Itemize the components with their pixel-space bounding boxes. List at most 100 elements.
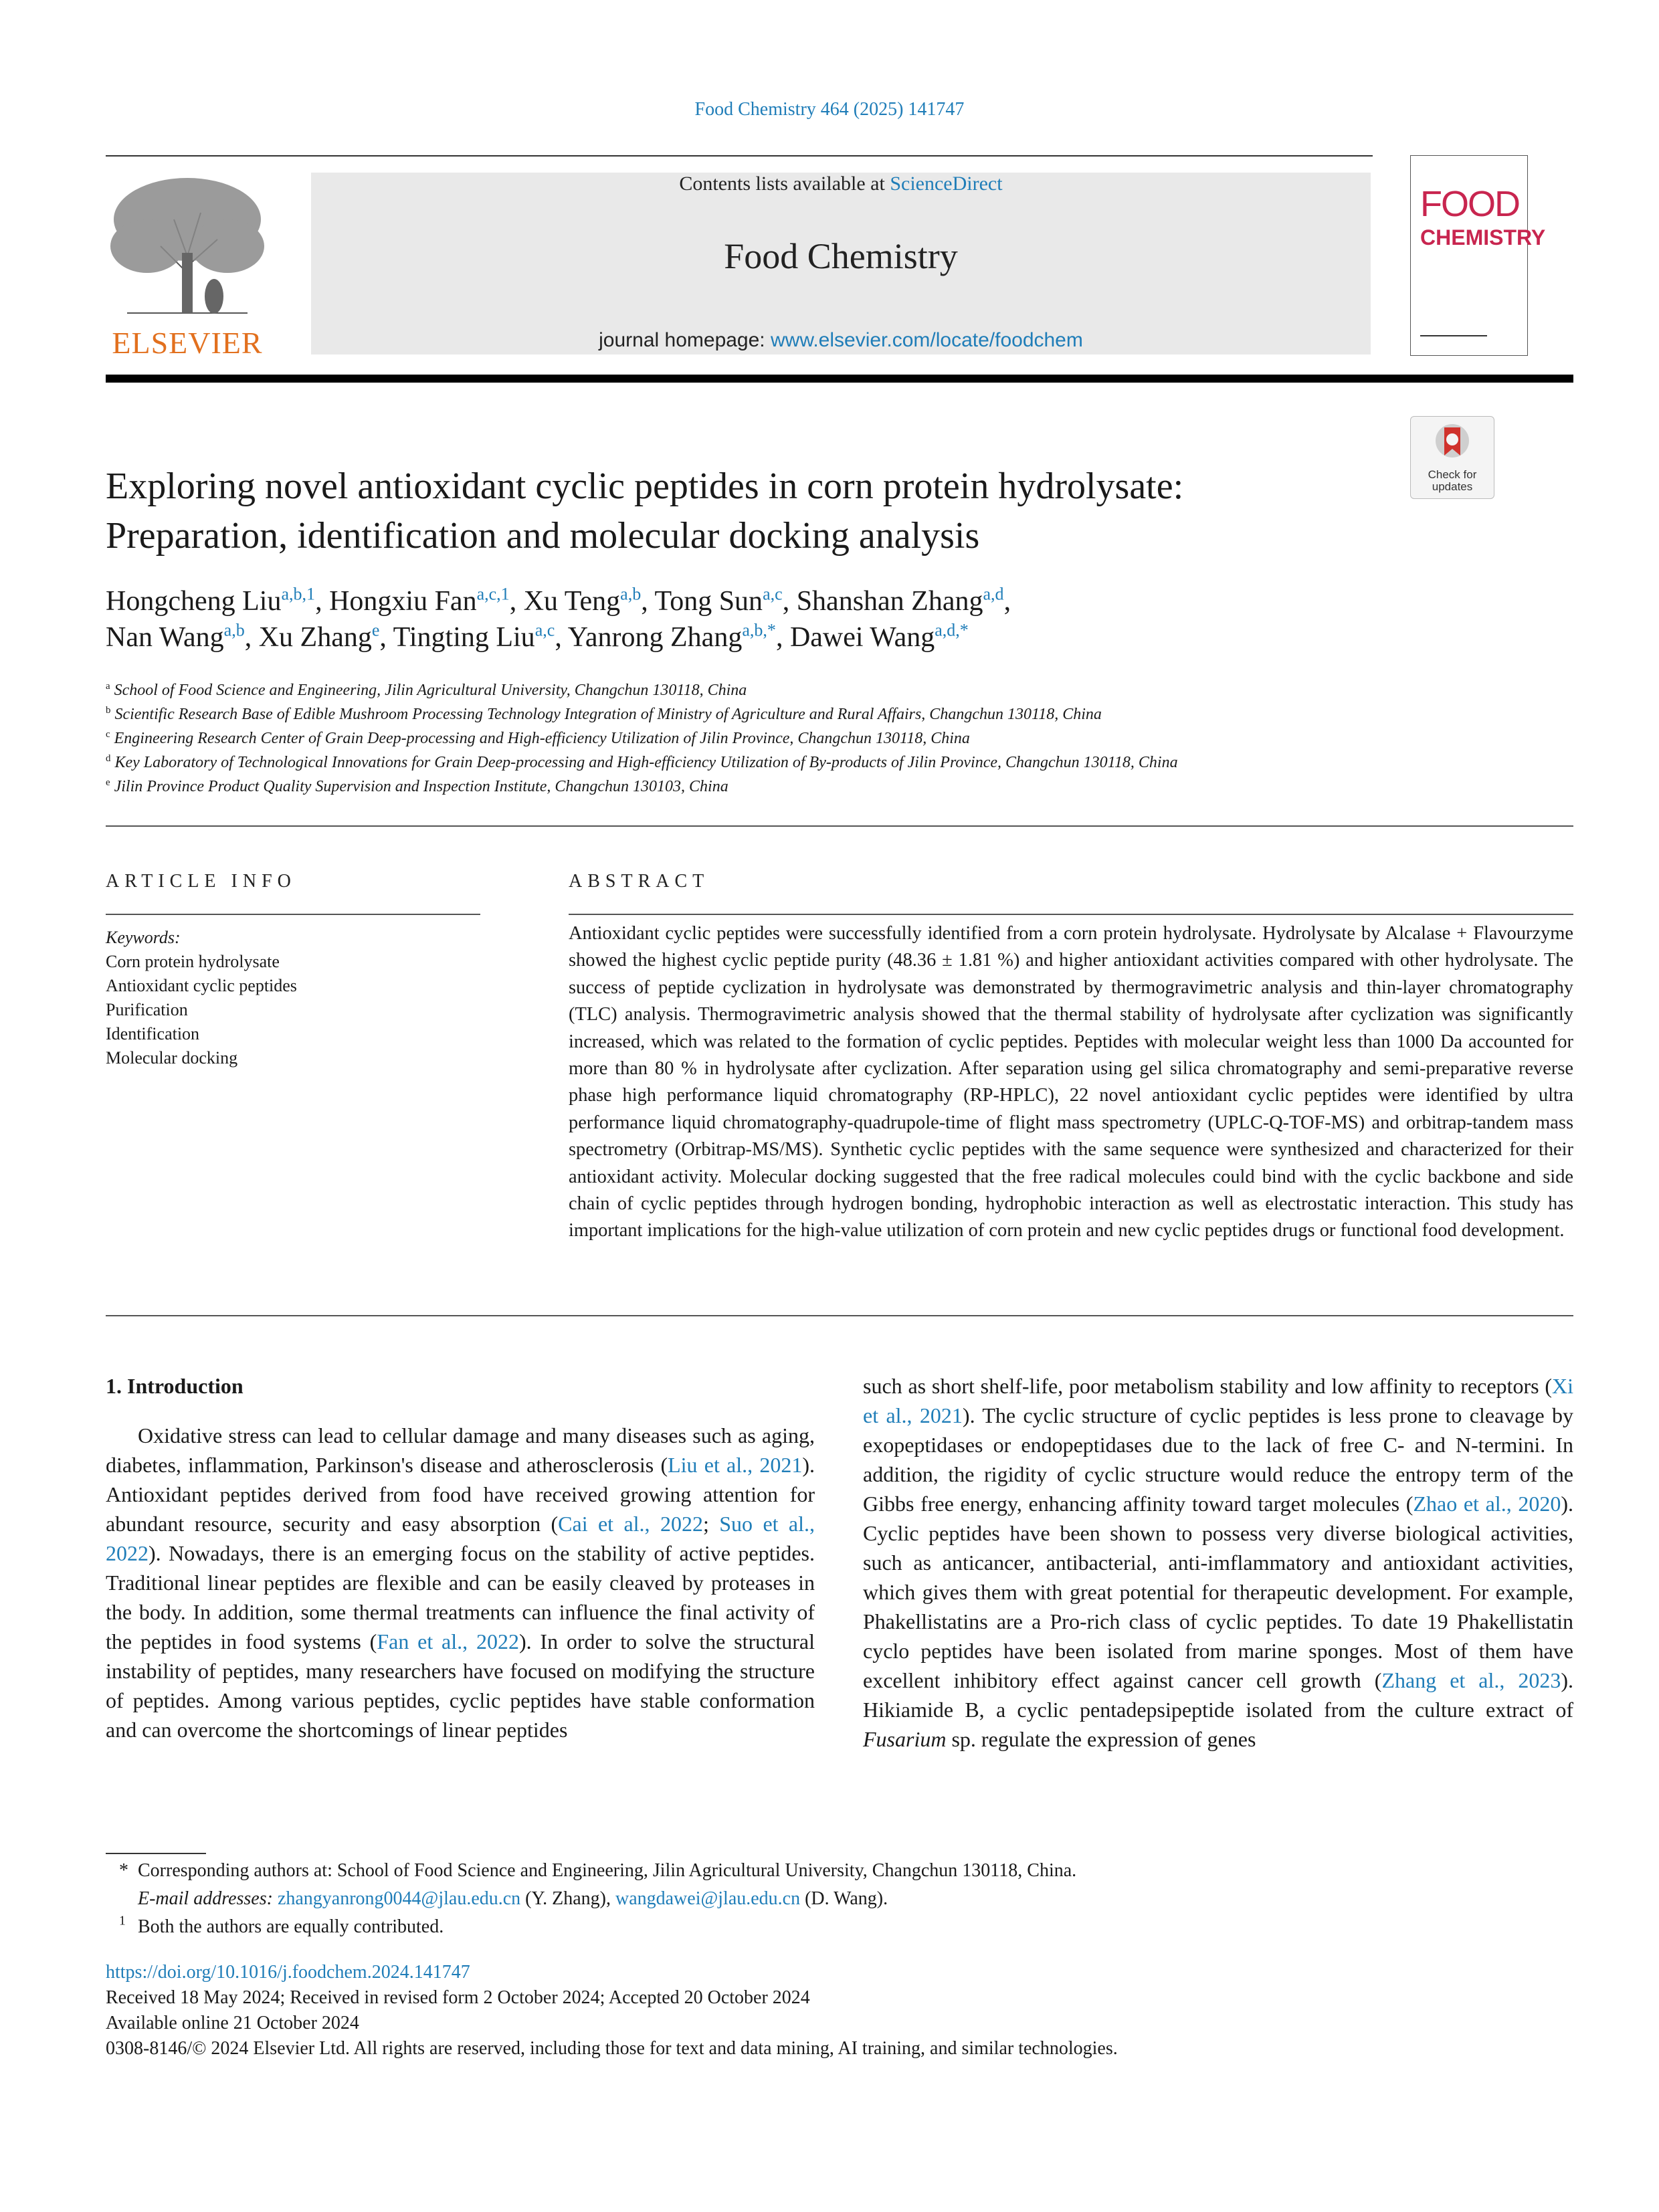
contents-prefix: Contents lists available at <box>679 173 890 195</box>
homepage-line: journal homepage: www.elsevier.com/locat… <box>311 329 1371 352</box>
author-affil-sup[interactable]: a,c <box>534 620 555 640</box>
footnote-symbol: * <box>119 1860 128 1881</box>
affiliation-key: e <box>106 777 110 789</box>
author-affil-sup[interactable]: a,b,1 <box>281 584 316 604</box>
footnote-symbol: 1 <box>119 1913 138 1941</box>
check-label-line-1: Check for <box>1428 468 1477 481</box>
homepage-prefix: journal homepage: <box>599 329 771 351</box>
elsevier-wordmark[interactable]: ELSEVIER <box>112 326 263 360</box>
author-name: Dawei Wang <box>789 622 935 653</box>
citation-link[interactable]: Liu et al., 2021 <box>668 1453 803 1477</box>
body-text: ; <box>702 1512 720 1536</box>
keyword-item: Molecular docking <box>106 1048 238 1068</box>
citation-link[interactable]: Fan et al., 2022 <box>377 1629 519 1653</box>
cover-word-chemistry: CHEMISTRY <box>1420 225 1546 249</box>
footnote-rule <box>106 1853 206 1854</box>
affiliation-key: b <box>106 705 111 716</box>
email-label: E-mail addresses: <box>138 1888 278 1909</box>
sciencedirect-link[interactable]: ScienceDirect <box>890 173 1003 195</box>
affiliation-item: e Jilin Province Product Quality Supervi… <box>106 775 1577 799</box>
intro-paragraph-1-continued: such as short shelf-life, poor metabolis… <box>863 1371 1573 1754</box>
citation-link[interactable]: Zhang et al., 2023 <box>1381 1668 1561 1692</box>
intro-paragraph-1: Oxidative stress can lead to cellular da… <box>106 1421 815 1744</box>
affiliation-key: d <box>106 753 111 765</box>
publication-info: https://doi.org/10.1016/j.foodchem.2024.… <box>106 1960 1577 2062</box>
check-label: Check for updates <box>1411 469 1494 493</box>
abstract-bottom-rule <box>106 1315 1573 1316</box>
author-affil-sup[interactable]: a,b <box>620 584 642 604</box>
email-link-wang[interactable]: wangdawei@jlau.edu.cn <box>615 1888 801 1909</box>
author-affil-sup[interactable]: a,d <box>983 584 1004 604</box>
cover-rule <box>1420 335 1487 336</box>
doi-link[interactable]: https://doi.org/10.1016/j.foodchem.2024.… <box>106 1962 470 1983</box>
contents-line: Contents lists available at ScienceDirec… <box>311 173 1371 195</box>
affiliation-key: a <box>106 681 110 692</box>
keyword-item: Identification <box>106 1024 200 1043</box>
author-affil-sup[interactable]: a,b,* <box>742 620 776 640</box>
author-name: Xu Zhang <box>258 622 372 653</box>
affiliations-rule <box>106 825 1573 827</box>
equal-contribution-text: Both the authors are equally contributed… <box>138 1916 444 1937</box>
keywords-label: Keywords: <box>106 928 181 947</box>
italic-term: Fusarium <box>863 1727 947 1751</box>
author-name: Xu Teng <box>523 586 621 617</box>
author-affil-sup[interactable]: a,c,1 <box>476 584 510 604</box>
affiliation-item: d Key Laboratory of Technological Innova… <box>106 750 1577 775</box>
author-affil-sup[interactable]: a,c <box>763 584 783 604</box>
author-name: Tingting Liu <box>393 622 535 653</box>
email-owner: (Y. Zhang), <box>520 1888 615 1909</box>
check-label-line-2: updates <box>1432 480 1473 493</box>
available-online: Available online 21 October 2024 <box>106 2013 359 2033</box>
affiliation-text: School of Food Science and Engineering, … <box>114 682 747 699</box>
citation-link[interactable]: Cai et al., 2022 <box>558 1512 703 1536</box>
copyright-line: 0308-8146/© 2024 Elsevier Ltd. All right… <box>106 2038 1118 2059</box>
author-list: Hongcheng Liua,b,1, Hongxiu Fana,c,1, Xu… <box>106 584 1011 653</box>
affiliation-item: a School of Food Science and Engineering… <box>106 678 1577 702</box>
top-rule <box>106 155 1373 157</box>
abstract-text: Antioxidant cyclic peptides were success… <box>569 923 1573 1241</box>
body-text: ). The cyclic structure of cyclic peptid… <box>863 1403 1574 1516</box>
journal-title: Food Chemistry <box>724 236 958 276</box>
body-text: sp. regulate the expression of genes <box>946 1727 1256 1751</box>
article-info-rule <box>106 914 480 915</box>
received-dates: Received 18 May 2024; Received in revise… <box>106 1987 810 2008</box>
check-for-updates-badge[interactable]: Check for updates <box>1410 416 1494 499</box>
affiliation-item: c Engineering Research Center of Grain D… <box>106 726 1577 750</box>
homepage-link[interactable]: www.elsevier.com/locate/foodchem <box>770 329 1083 351</box>
email-link-zhang[interactable]: zhangyanrong0044@jlau.edu.cn <box>277 1888 521 1909</box>
affiliation-key: c <box>106 729 110 740</box>
email-footnote: E-mail addresses: zhangyanrong0044@jlau.… <box>119 1885 1457 1913</box>
corresponding-text: Corresponding authors at: School of Food… <box>138 1860 1077 1881</box>
footnotes: * Corresponding authors at: School of Foo… <box>119 1857 1457 1941</box>
body-text: such as short shelf-life, poor metabolis… <box>863 1374 1552 1398</box>
author-name: Hongcheng Liu <box>106 586 282 617</box>
citation-link[interactable]: Xi et al., 2021 <box>863 1374 1573 1427</box>
cover-word-food: FOOD <box>1420 184 1521 224</box>
body-text: ). In order to solve the structural inst… <box>106 1629 815 1742</box>
affiliation-text: Jilin Province Product Quality Supervisi… <box>114 778 728 795</box>
citation-link[interactable]: Suo et al., 2022 <box>106 1512 815 1565</box>
author-name: Hongxiu Fan <box>329 586 477 617</box>
journal-cover[interactable]: FOOD CHEMISTRY <box>1410 155 1545 356</box>
title-line-2: Preparation, identification and molecula… <box>106 515 980 557</box>
author-name: Shanshan Zhang <box>796 586 983 617</box>
article-info-heading: ARTICLE INFO <box>106 871 296 892</box>
journal-banner <box>311 173 1371 355</box>
affiliation-item: b Scientific Research Base of Edible Mus… <box>106 702 1577 726</box>
journal-reference[interactable]: Food Chemistry 464 (2025) 141747 <box>694 99 965 120</box>
citation-link[interactable]: Zhao et al., 2020 <box>1413 1492 1561 1516</box>
bookmark-icon <box>1436 424 1469 458</box>
body-text: ). Nowadays, there is an emerging focus … <box>106 1541 815 1653</box>
keyword-item: Antioxidant cyclic peptides <box>106 976 297 995</box>
author-affil-sup[interactable]: a,d,* <box>935 620 969 640</box>
elsevier-tree-logo <box>110 178 264 314</box>
introduction-heading: 1. Introduction <box>106 1374 243 1398</box>
author-affil-sup[interactable]: a,b <box>223 620 245 640</box>
affiliation-list: a School of Food Science and Engineering… <box>106 678 1577 799</box>
body-text: ). Antioxidant peptides derived from foo… <box>106 1453 815 1536</box>
email-owner: (D. Wang). <box>800 1888 888 1909</box>
author-name: Nan Wang <box>106 622 224 653</box>
keyword-item: Corn protein hydrolysate <box>106 952 280 971</box>
author-affil-sup[interactable]: e <box>371 620 380 640</box>
